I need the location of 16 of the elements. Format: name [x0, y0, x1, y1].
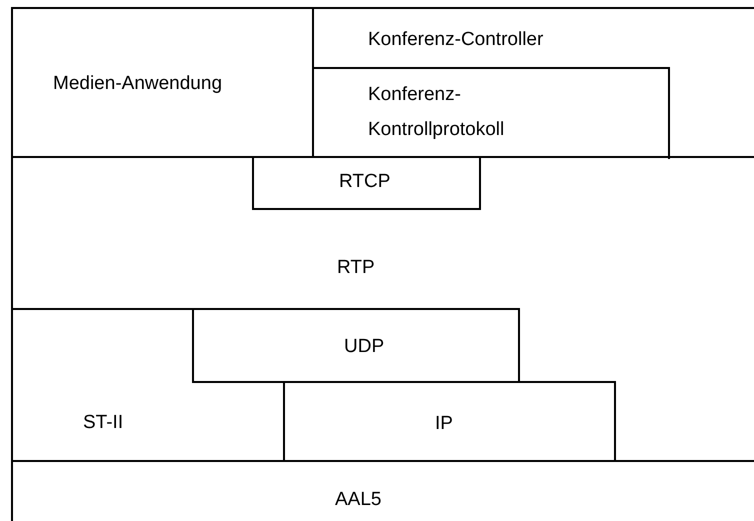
layer-label: Konferenz- Kontrollprotokoll: [368, 83, 506, 142]
protocol-layer-box: [11, 460, 754, 521]
protocol-layer-box: [312, 67, 670, 159]
protocol-layer-box: [283, 381, 616, 462]
layer-label: Konferenz-Controller: [368, 28, 544, 52]
protocol-layer-box: [192, 308, 520, 383]
protocol-layer-box: [252, 156, 481, 210]
layer-label: Medien-Anwendung: [53, 72, 222, 96]
layer-label: AAL5: [335, 488, 382, 512]
protocol-layer-box: [11, 7, 314, 158]
layer-label: RTP: [337, 256, 375, 280]
layer-label: RTCP: [339, 170, 390, 194]
protocol-layer-box: [312, 7, 754, 158]
layer-label: IP: [435, 412, 453, 436]
layer-label: ST-II: [83, 411, 124, 435]
layer-label: UDP: [344, 335, 384, 359]
